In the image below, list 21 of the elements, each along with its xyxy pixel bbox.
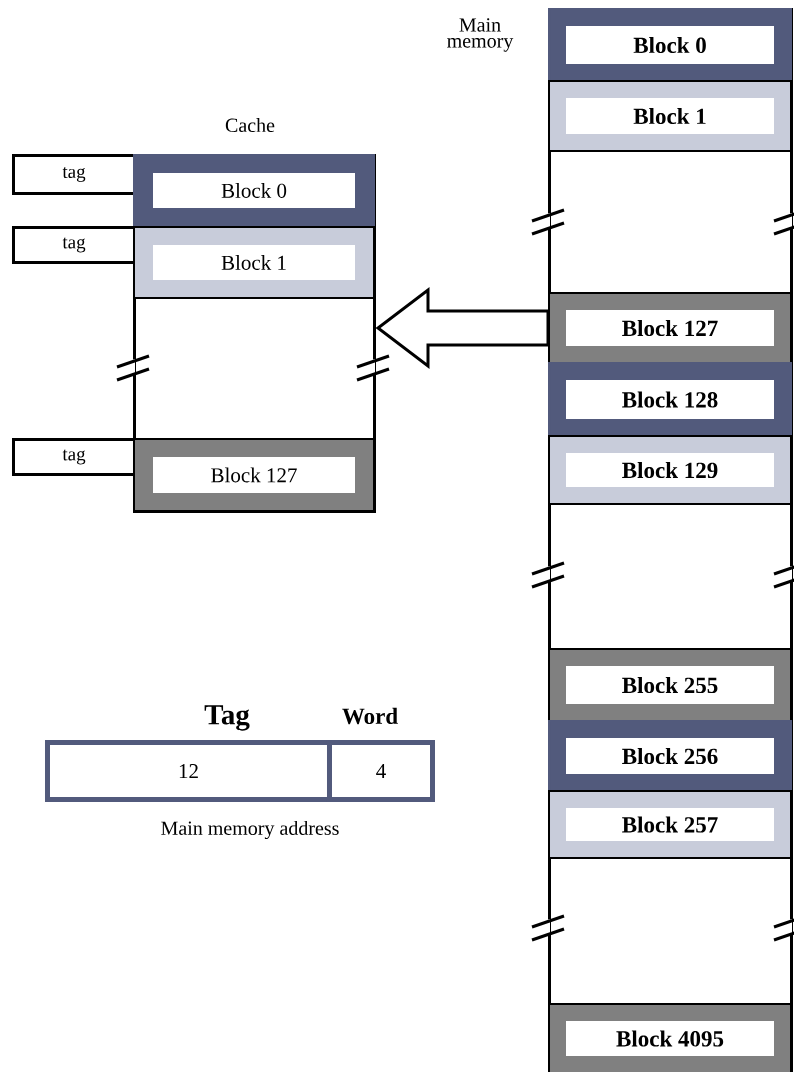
memory-block: Block 4095 (548, 1003, 792, 1072)
memory-block: Block 128 (548, 362, 792, 437)
node-label: Cache (225, 117, 275, 133)
tag-box: tag (12, 226, 136, 264)
memory-block: Block 0 (133, 154, 375, 227)
node-label: Main memory (447, 18, 514, 52)
memory-block: Block 127 (133, 438, 375, 512)
caption-text: Main memory address (161, 820, 339, 840)
memory-block: Block 129 (548, 435, 792, 505)
hollow-arrow (375, 287, 550, 370)
memory-block: Block 1 (133, 226, 375, 299)
node-label: Tag (204, 705, 250, 731)
tag-box: tag (12, 154, 136, 195)
memory-block: Block 257 (548, 790, 792, 859)
memory-block: Block 0 (548, 8, 792, 82)
memory-block: Block 127 (548, 292, 792, 364)
memory-block: Block 255 (548, 648, 792, 722)
node-label: Word (342, 707, 398, 725)
memory-block: Block 256 (548, 720, 792, 792)
memory-block: Block 1 (548, 80, 792, 152)
tag-box: tag (12, 438, 136, 476)
